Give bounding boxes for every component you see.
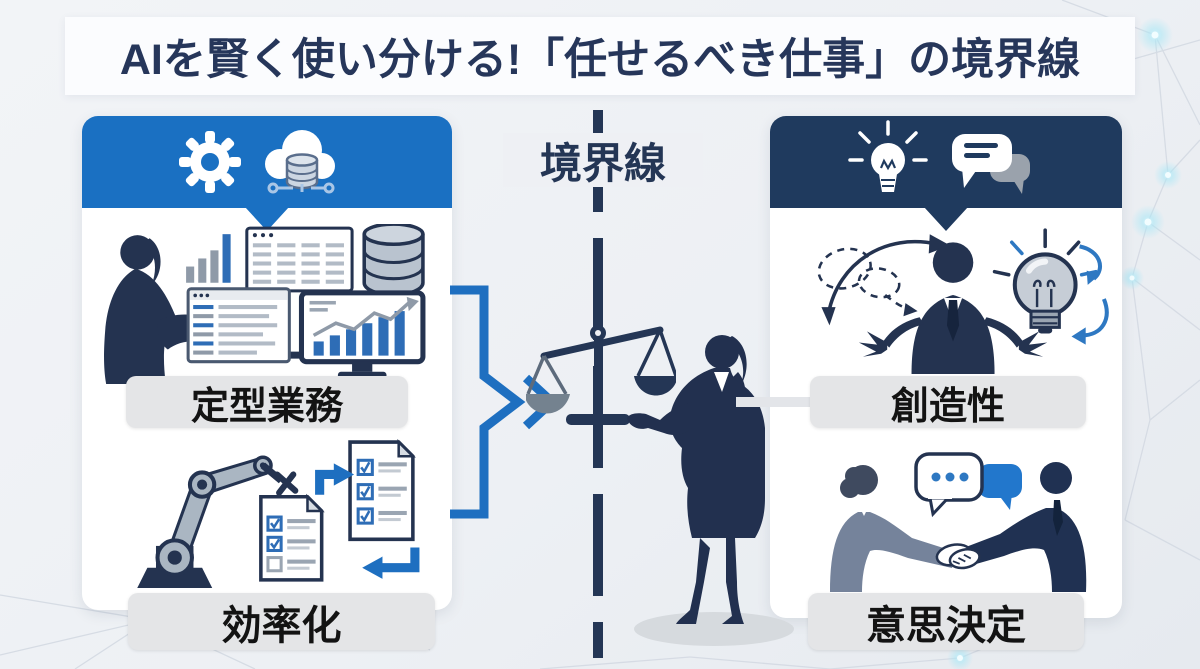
handshake-illustration (830, 452, 1087, 592)
arc-arrow (826, 239, 939, 314)
blouse-collar (714, 372, 729, 392)
boundary-label: 境界線 (503, 133, 703, 187)
code-window (186, 287, 291, 364)
boundary-label-text: 境界線 (539, 139, 666, 187)
right-header-icons (848, 120, 1030, 194)
label-creativity: 創造性 (810, 376, 1086, 428)
speech-bubbles-icon (952, 134, 1030, 194)
page-title: AIを賢く使い分ける!「任せるべき仕事」の境界線 (119, 36, 1081, 84)
cycle-arrow-up-icon (315, 463, 355, 495)
gear-icon (179, 131, 241, 193)
monitor-growth-chart (298, 290, 426, 379)
left-header-icons (179, 130, 335, 194)
figure-shadow (634, 612, 794, 646)
idea-lightbulb (992, 228, 1098, 334)
right-panel-header (770, 116, 1122, 208)
checklist-document-1 (259, 493, 325, 582)
label-routine-work: 定型業務 (126, 376, 408, 428)
left-panel-header (82, 116, 452, 208)
label-decision-making-text: 意思決定 (866, 603, 1026, 648)
cloud-database-icon (265, 130, 335, 194)
creativity-illustration (817, 228, 1109, 374)
title-banner: AIを賢く使い分ける!「任せるべき仕事」の境界線 (65, 17, 1135, 95)
man-silhouette (858, 242, 1048, 374)
spreadsheet-window (245, 226, 354, 293)
robot-arm (137, 455, 299, 588)
speech-bubbles (914, 452, 1022, 518)
balance-scale-icon (526, 325, 676, 425)
label-decision-making: 意思決定 (808, 593, 1084, 650)
front-bubble (952, 134, 1012, 188)
lightbulb-icon (848, 120, 928, 192)
bar-chart-glyph (186, 234, 231, 283)
label-efficiency-text: 効率化 (221, 603, 342, 648)
checklist-document-2 (348, 438, 416, 542)
right-person-navy-suit (958, 462, 1087, 592)
scale-right-pan (634, 329, 676, 396)
routine-work-illustration (104, 224, 426, 384)
database-cylinder (362, 224, 425, 297)
right-header-pointer (924, 207, 968, 231)
businesswoman-presenting-silhouette (627, 335, 794, 646)
label-efficiency: 効率化 (128, 593, 435, 650)
label-creativity-text: 創造性 (890, 385, 1005, 428)
dashed-idea-swirls (817, 247, 910, 311)
left-person-gray-suit (830, 465, 956, 592)
efficiency-illustration (137, 438, 420, 588)
connector-bar (736, 397, 814, 407)
cycle-arrow-return-icon (362, 547, 420, 579)
scale-left-pan (526, 355, 570, 414)
label-routine-work-text: 定型業務 (190, 385, 343, 428)
blue-swirl-arrows (1079, 244, 1109, 338)
clasped-hands (935, 543, 981, 570)
